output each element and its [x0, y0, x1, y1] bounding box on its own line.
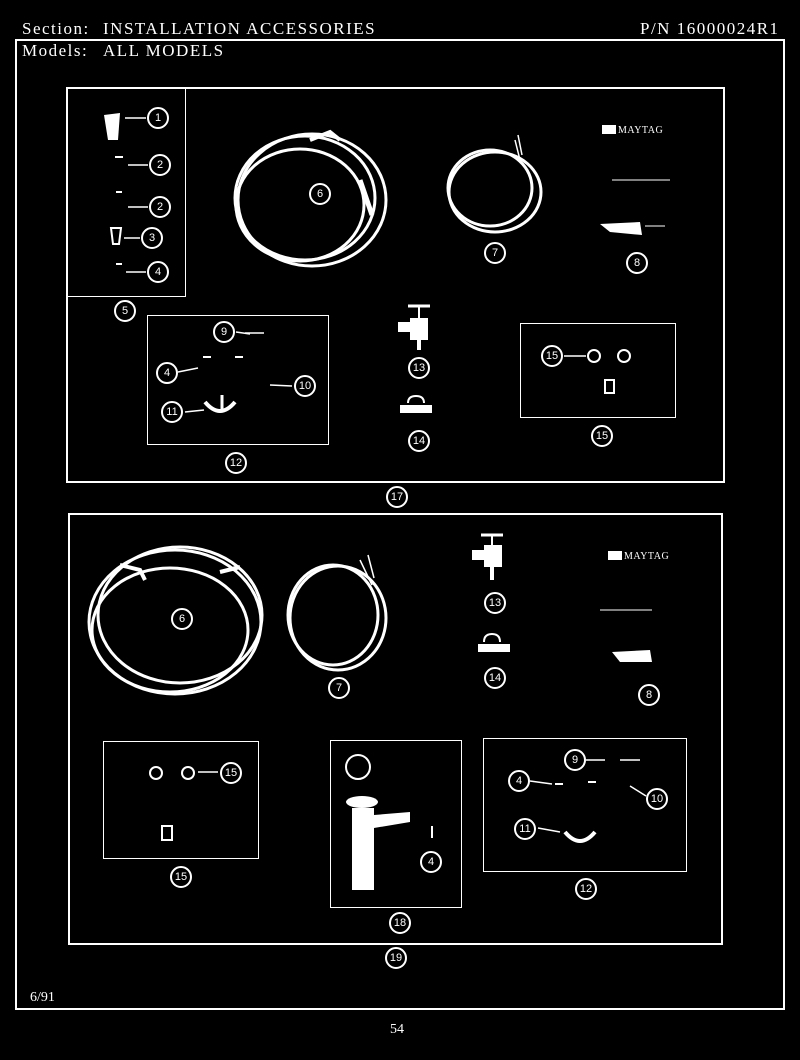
saddle-tap-lower	[478, 632, 510, 652]
standpipe-kit-box	[330, 740, 462, 908]
models-label: Models:	[22, 41, 89, 60]
callout-lower-1: 6	[171, 608, 193, 630]
section-label: Section:	[22, 19, 90, 38]
callout-upper-13: 11	[161, 401, 183, 423]
callout-upper-12: 10	[294, 375, 316, 397]
callout-upper-16: 14	[408, 430, 430, 452]
drain-kit-box-lower	[483, 738, 687, 872]
upper-kit-frame	[66, 87, 725, 483]
callout-upper-19: 17	[386, 486, 408, 508]
callout-upper-6: 5	[114, 300, 136, 322]
header-rule	[15, 39, 785, 41]
callout-lower-3: 13	[484, 592, 506, 614]
fill-hose-small-upper	[446, 148, 543, 234]
part-number: P/N 16000024R1	[640, 19, 780, 38]
foot-kit-box-upper	[520, 323, 676, 418]
callout-lower-14: 18	[389, 912, 411, 934]
callout-upper-15: 13	[408, 357, 430, 379]
footer-rule	[15, 1008, 785, 1010]
drain-kit-box-upper	[147, 315, 329, 445]
callout-upper-18: 15	[591, 425, 613, 447]
lower-kit-frame	[68, 513, 723, 945]
page-number: 54	[390, 1022, 404, 1037]
callout-upper-2: 2	[149, 154, 171, 176]
drain-hose-guide-lower	[563, 830, 597, 843]
callout-upper-3: 2	[149, 196, 171, 218]
callout-upper-17: 15	[541, 345, 563, 367]
callout-lower-13: 4	[420, 851, 442, 873]
callout-upper-7: 6	[309, 183, 331, 205]
callout-lower-8: 9	[564, 749, 586, 771]
fill-hose-small-lower	[286, 563, 388, 672]
callout-upper-14: 12	[225, 452, 247, 474]
callout-upper-8: 7	[484, 242, 506, 264]
callout-lower-7: 15	[170, 866, 192, 888]
parts-bag-box	[66, 87, 186, 297]
shutoff-valve-lower	[472, 533, 503, 580]
standpipe-adapter	[345, 754, 433, 890]
callout-upper-1: 1	[147, 107, 169, 129]
models-value: ALL MODELS	[103, 41, 225, 60]
maytag-logo-icon	[608, 551, 622, 560]
callout-lower-9: 4	[508, 770, 530, 792]
clamp-part	[109, 227, 123, 245]
fill-hose-large-lower	[87, 545, 264, 696]
saddle-tap-upper	[400, 394, 432, 413]
revision-date: 6/91	[30, 990, 55, 1005]
callout-upper-4: 3	[141, 227, 163, 249]
callout-lower-6: 15	[220, 762, 242, 784]
brand-label-lower: MAYTAG	[608, 551, 669, 562]
maytag-logo-icon	[602, 125, 616, 134]
shutoff-valve-upper	[398, 304, 430, 350]
fill-hose-large-upper	[233, 132, 388, 268]
callout-upper-10: 9	[213, 321, 235, 343]
hose-washer-part	[104, 113, 120, 140]
callout-lower-4: 14	[484, 667, 506, 689]
foot-kit-box-lower	[103, 741, 259, 859]
callout-upper-11: 4	[156, 362, 178, 384]
callout-lower-5: 8	[638, 684, 660, 706]
callout-upper-5: 4	[147, 261, 169, 283]
callout-lower-12: 12	[575, 878, 597, 900]
callout-upper-9: 8	[626, 252, 648, 274]
callout-lower-10: 10	[646, 788, 668, 810]
section-value: INSTALLATION ACCESSORIES	[103, 19, 377, 38]
callout-lower-11: 11	[514, 818, 536, 840]
callout-lower-15: 19	[385, 947, 407, 969]
brand-label-upper: MAYTAG	[602, 125, 663, 136]
callout-lower-2: 7	[328, 677, 350, 699]
drain-hose-guide-upper	[203, 400, 237, 413]
